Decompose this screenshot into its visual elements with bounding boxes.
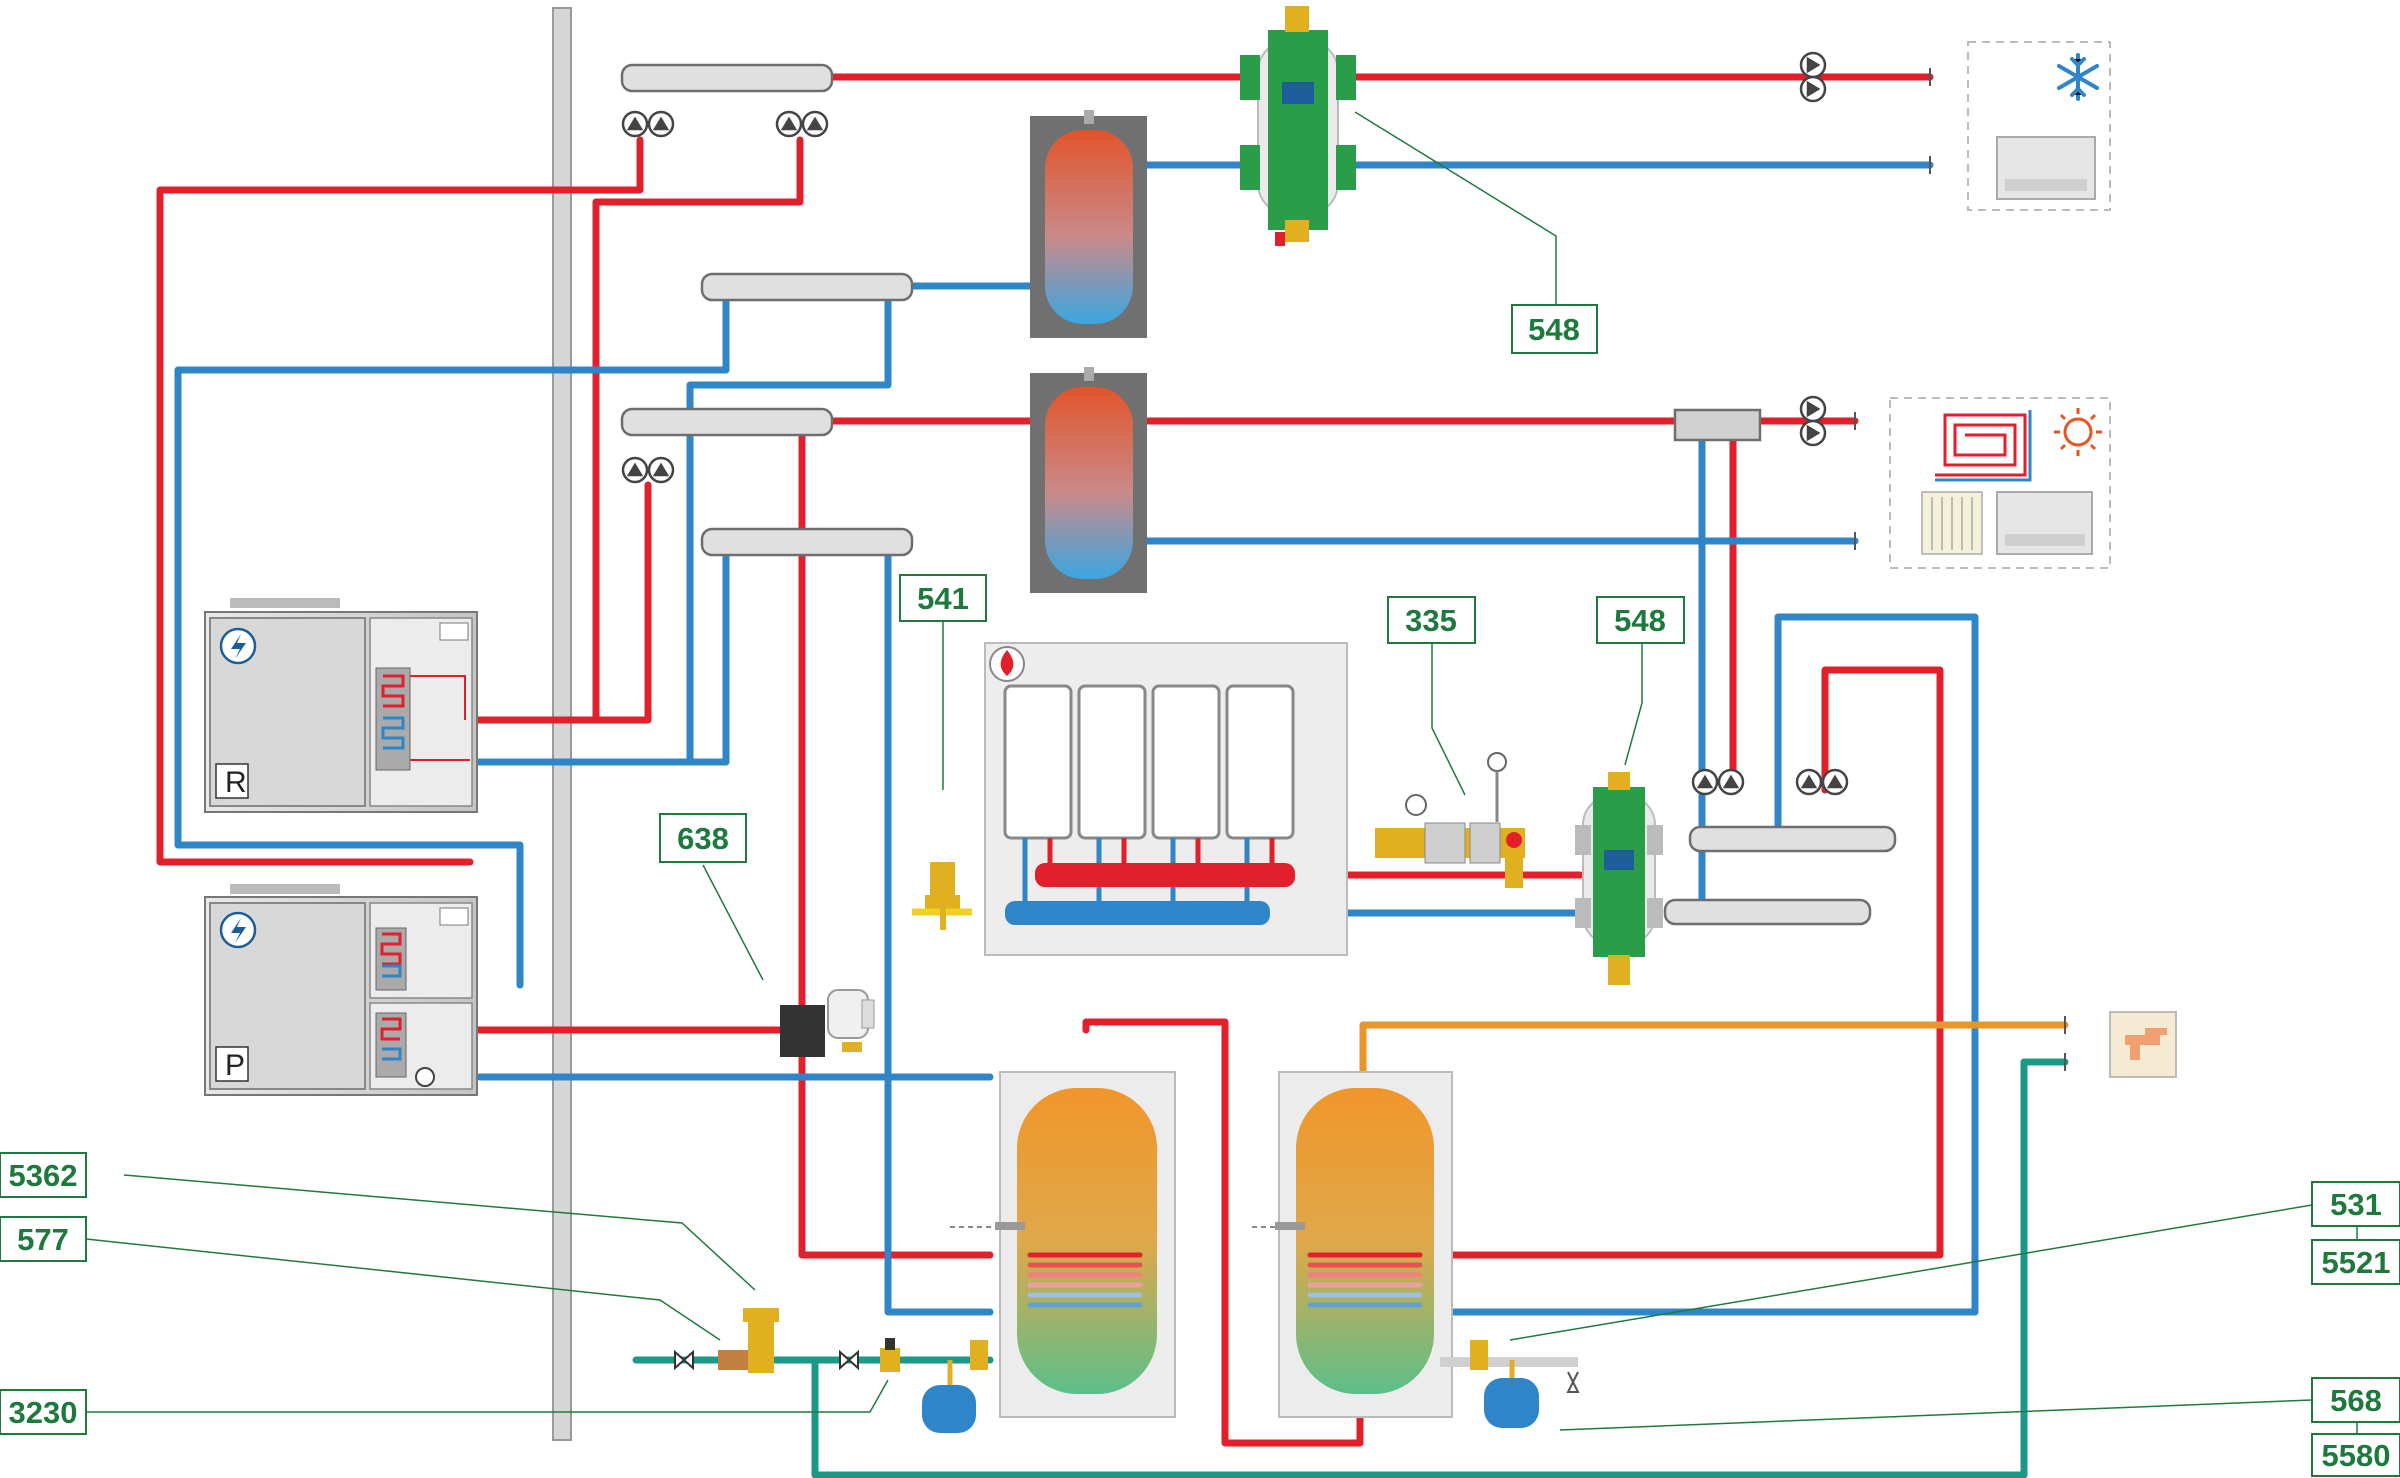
label-638: 638: [677, 821, 729, 856]
snowflake-icon: [2057, 53, 2099, 101]
dhw-tank-2: [1252, 1071, 1580, 1418]
safety-valve-541: [912, 862, 972, 930]
label-548-mid: 548: [1614, 603, 1666, 638]
fancoil-icon: [1996, 491, 2093, 555]
callout-5580: 5580: [2311, 1433, 2400, 1477]
leader-lines: [85, 111, 2358, 1440]
heat-pump-r: R: [204, 598, 478, 813]
buffer-tank-cooling: [1030, 110, 1147, 338]
pipes-dhw: [1359, 1021, 2069, 1096]
hydraulic-separator-mid: [1575, 772, 1663, 985]
callout-3230: 3230: [0, 1389, 87, 1435]
callout-568: 568: [2311, 1377, 2400, 1423]
label-531: 531: [2330, 1187, 2382, 1222]
pump-twin-7: [1799, 395, 1827, 447]
pipe-end-marks: [1854, 68, 2066, 1071]
label-541: 541: [917, 581, 969, 616]
pump-twin-4: [1691, 768, 1745, 796]
pump-twin-5: [1795, 768, 1849, 796]
radiator-icon: [1921, 491, 1983, 555]
fancoil-icon: [1996, 136, 2096, 200]
dhw-tank-1: [950, 1071, 1176, 1418]
pump-twin-6: [1799, 51, 1827, 103]
callout-541: 541: [899, 574, 987, 622]
pump-twin-2: [775, 110, 829, 138]
label-568: 568: [2330, 1383, 2382, 1418]
pump-icons: [621, 51, 1849, 796]
expansion-vessels: [922, 1340, 1539, 1433]
pump-twin-1: [621, 110, 675, 138]
hydraulic-separator-top: [1240, 6, 1356, 246]
label-335: 335: [1405, 603, 1457, 638]
pipes-hot: [156, 73, 1944, 1447]
inlet-valve-group: [674, 1308, 988, 1373]
label-5580: 5580: [2322, 1438, 2391, 1473]
cooling-emitter-box: [1967, 41, 2111, 211]
label-3230: 3230: [9, 1395, 78, 1430]
floor-heating-icon: [1935, 410, 2032, 482]
unit-r-letter: R: [225, 766, 247, 799]
tap-icon: [2109, 1011, 2177, 1078]
callout-5362: 5362: [0, 1152, 87, 1198]
label-5521: 5521: [2322, 1245, 2391, 1280]
wall-column: [552, 7, 572, 1441]
label-577: 577: [17, 1222, 69, 1257]
callout-548-mid: 548: [1596, 596, 1685, 644]
heating-emitter-box: [1889, 397, 2111, 569]
callout-5521: 5521: [2311, 1239, 2400, 1285]
label-5362: 5362: [9, 1158, 78, 1193]
unit-p-letter: P: [225, 1049, 245, 1082]
heat-pump-p: P: [204, 884, 478, 1096]
callout-335: 335: [1387, 596, 1476, 644]
callout-577: 577: [0, 1216, 87, 1262]
boiler-cascade: [984, 642, 1348, 956]
mixing-valve-638: [780, 989, 875, 1057]
callout-638: 638: [659, 813, 747, 863]
valve-group-335: [1375, 752, 1525, 888]
callout-548-top: 548: [1511, 304, 1598, 354]
pipes-water: [632, 1058, 2069, 1478]
pump-twin-3: [621, 456, 675, 484]
callout-531: 531: [2311, 1181, 2400, 1227]
manifold-bars: [620, 63, 1897, 926]
label-548-top: 548: [1528, 312, 1580, 347]
sun-icon: [2054, 408, 2102, 456]
buffer-tank-heating: [1030, 367, 1147, 593]
